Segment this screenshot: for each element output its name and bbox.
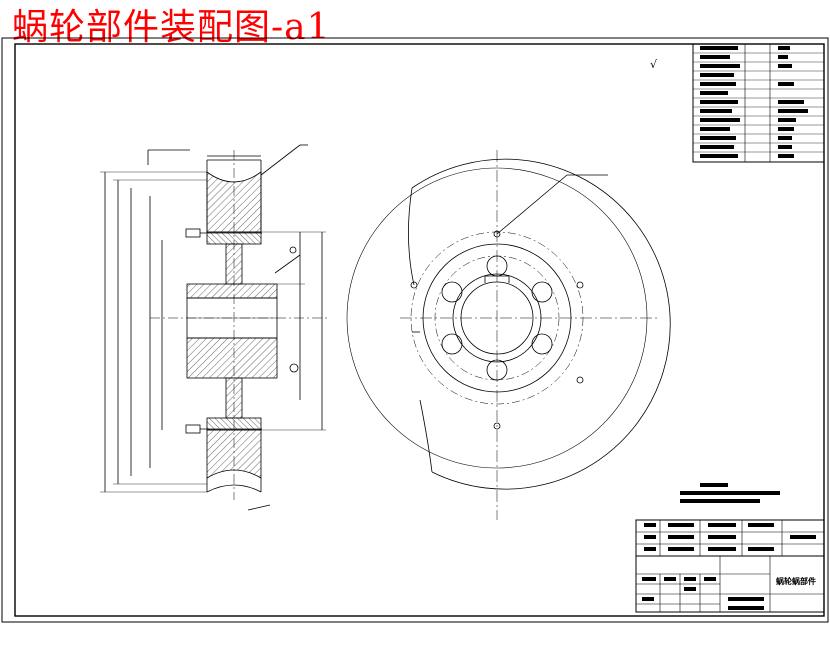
drawing-title: 蜗轮部件装配图-a1 [12,7,331,48]
title-block-name: 蜗轮蜗部件 [776,576,816,586]
inner-border [14,43,825,617]
front-view [346,150,671,520]
outer-border [1,37,829,623]
roughness-mark: √ [650,58,658,71]
title-block [635,519,825,613]
parameter-table-rows [693,52,824,153]
technical-notes [680,483,780,503]
section-view [100,144,330,511]
parameter-table [692,43,825,163]
title-block-fill [642,523,816,610]
parameter-table-fill [700,46,808,158]
